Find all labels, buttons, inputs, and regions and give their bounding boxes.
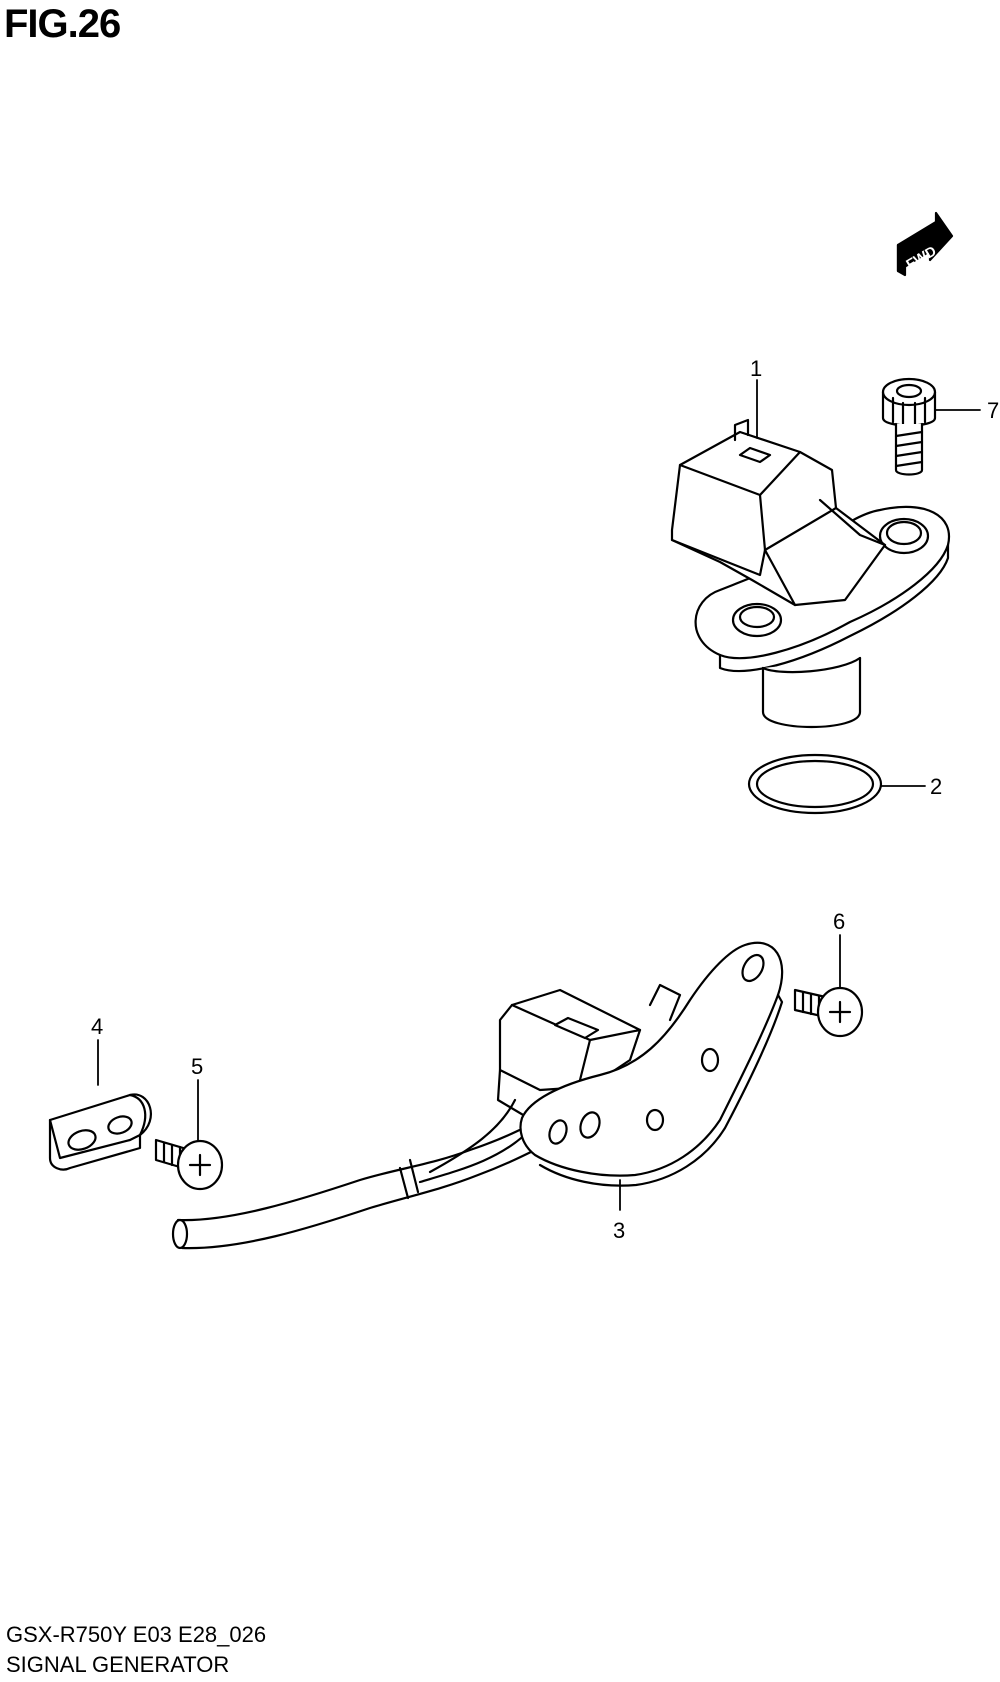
callout-numbers: 1 2 3 4 5 6 7 xyxy=(91,356,999,1243)
part-5-screw xyxy=(154,1138,224,1191)
part-7-socket-bolt xyxy=(881,377,937,476)
callout-2: 2 xyxy=(930,774,942,799)
part-1-signal-generator-sensor xyxy=(670,418,951,729)
callout-6: 6 xyxy=(833,909,845,934)
callout-3: 3 xyxy=(613,1218,625,1243)
callout-4: 4 xyxy=(91,1014,103,1039)
fwd-arrow-icon: FWD xyxy=(896,211,954,277)
callout-1: 1 xyxy=(750,356,762,381)
part-3-signal-generator-assembly xyxy=(171,941,784,1250)
callout-7: 7 xyxy=(987,398,999,423)
callout-5: 5 xyxy=(191,1054,203,1079)
figure-title: FIG.26 xyxy=(4,2,121,46)
callout-leaders xyxy=(97,379,981,1211)
part-4-clamp-plate xyxy=(48,1093,152,1171)
part-6-screw xyxy=(793,986,864,1038)
footer-model-code: GSX-R750Y E03 E28_026 xyxy=(6,1622,267,1647)
footer-diagram-name: SIGNAL GENERATOR xyxy=(6,1652,230,1677)
part-2-o-ring xyxy=(747,753,883,815)
